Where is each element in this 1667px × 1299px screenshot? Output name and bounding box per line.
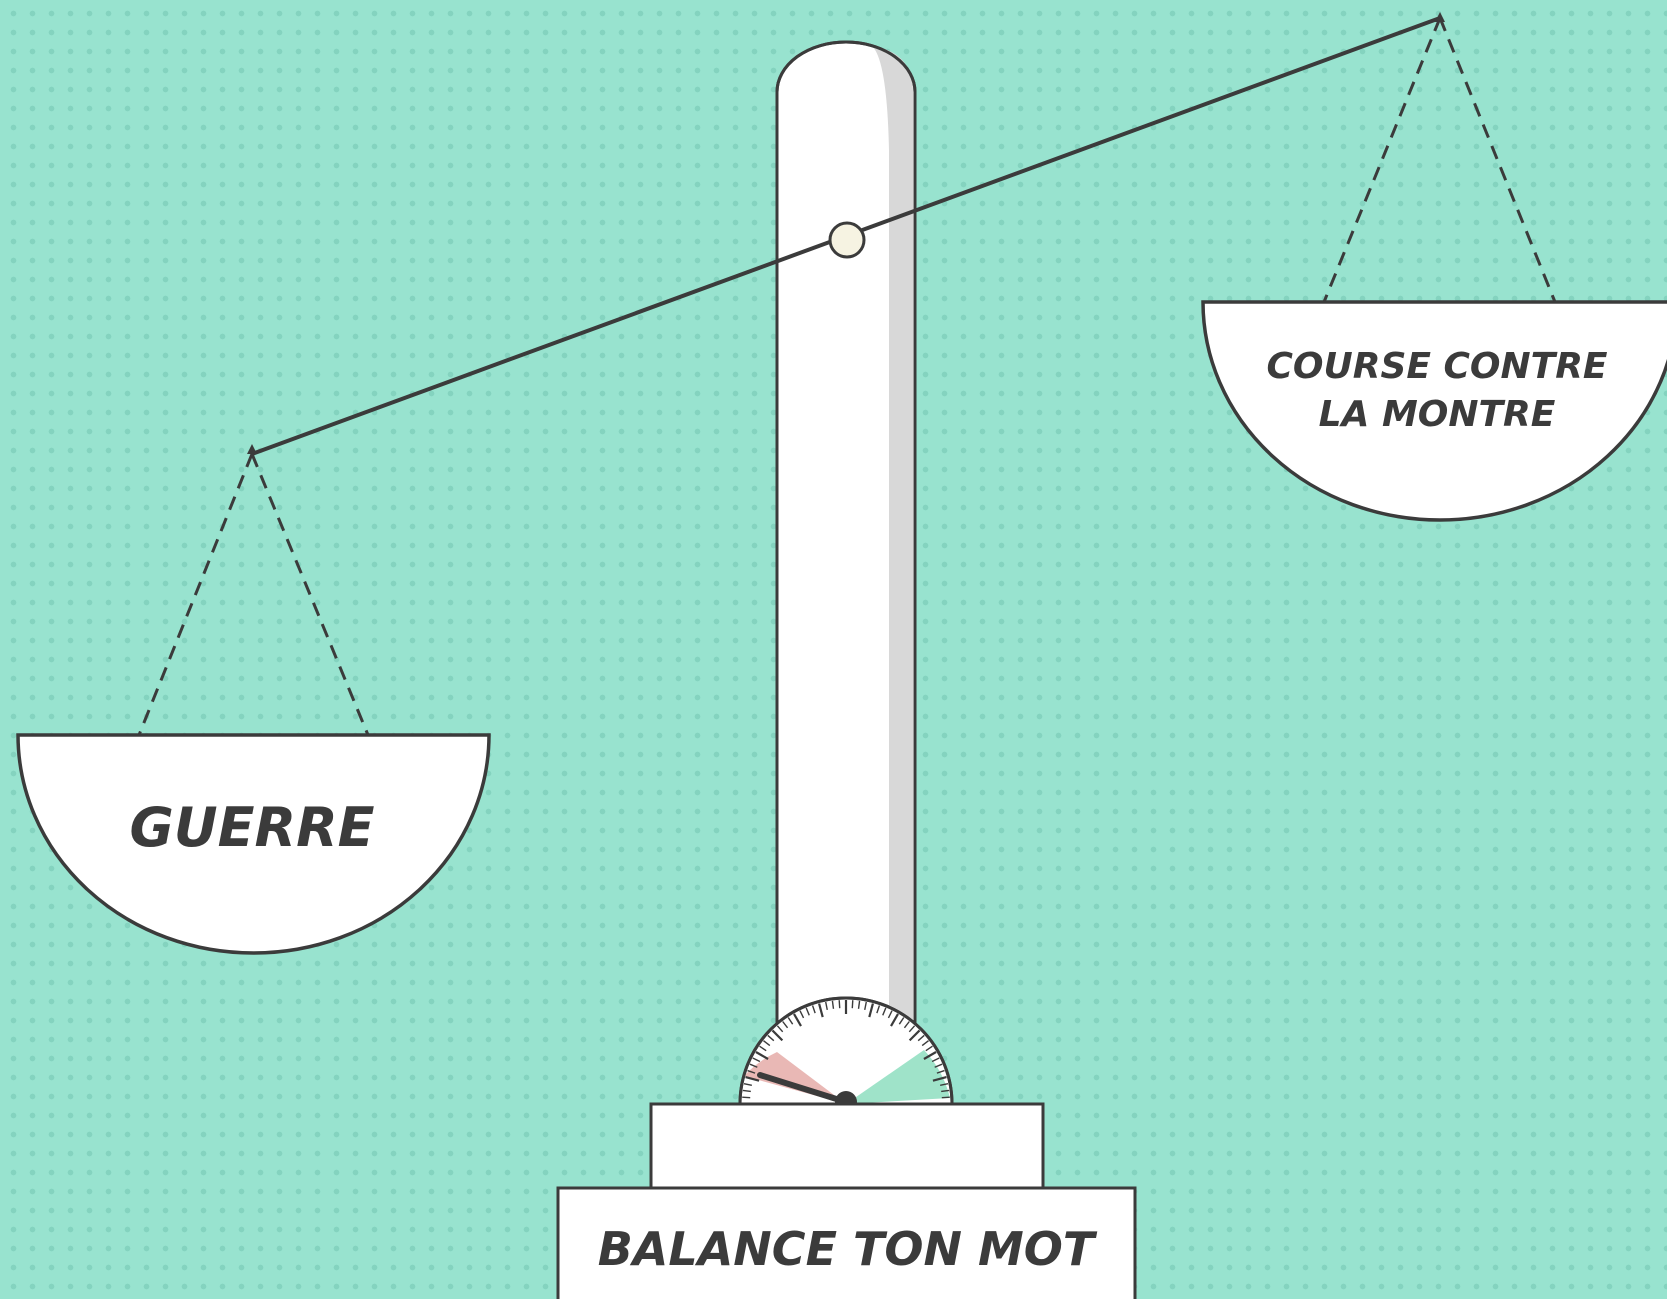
gauge-tick [755,1051,769,1060]
gauge-tick [805,1007,810,1016]
gauge-tick [940,1083,949,1086]
gauge-tick [864,1001,867,1010]
left-pan-label: GUERRE [129,796,374,859]
gauge-tick [941,1089,950,1093]
right-pan [1201,300,1667,522]
gauge-tick [799,1010,805,1019]
left-pan [16,733,491,955]
gauge-tick [882,1007,887,1016]
gauge-tick [876,1005,881,1014]
left-pan-assembly: GUERRE [16,444,491,955]
gauge-tick [745,1076,760,1082]
left-pan-string-outer [137,453,254,736]
scale-column [775,40,917,1042]
gauge-tick [903,1021,910,1029]
gauge-tick [811,1005,816,1014]
right-pan-string-outer [1438,17,1557,303]
right-pan-string-inner [1322,17,1442,303]
left-pan-string-inner [250,453,370,736]
gauge-ticks [742,1000,950,1099]
gauge-tick [934,1063,943,1068]
gauge-tick [749,1063,758,1068]
gauge-tick [759,1045,767,1052]
right-pan-assembly: COURSE CONTRE LA MONTRE [1201,12,1667,522]
gauge-tick [936,1069,945,1074]
gauge-tick [851,1000,854,1009]
gauge-tick [868,1003,874,1018]
gauge-tick [898,1017,905,1025]
balance-gauge [738,996,954,1113]
right-pan-label-line2: LA MONTRE [1319,394,1556,435]
gauge-tick [787,1017,794,1025]
base-upper-block [649,1102,1045,1190]
gauge-tick [825,1001,828,1010]
gauge-tick [941,1096,950,1099]
beam-pivot [828,221,866,259]
gauge-tick [908,1025,916,1033]
gauge-tick [763,1040,771,1047]
gauge-tick [932,1076,947,1082]
gauge-tick [838,1000,841,1009]
gauge-tick [923,1051,937,1060]
gauge-needle [757,1072,849,1105]
gauge-tick [776,1025,784,1033]
gauge-tick [931,1057,940,1063]
gauge-green-zone [846,1050,950,1104]
gauge-tick [887,1010,893,1019]
gauge-tick [818,1003,824,1018]
base-label: BALANCE TON MOT [598,1222,1098,1276]
gauge-tick [793,1013,802,1027]
gauge-tick [917,1034,925,1042]
right-pan-label-line1: COURSE CONTRE [1266,346,1607,387]
gauge-tick [742,1096,751,1099]
base-lower-block [556,1186,1137,1299]
gauge-tick [767,1034,775,1042]
gauge-tick [857,1000,861,1009]
gauge-tick [743,1083,752,1086]
gauge-tick [921,1040,929,1047]
gauge-tick [908,1029,921,1042]
gauge-tick [890,1013,899,1027]
gauge-tick [925,1045,933,1052]
gauge-tick [831,1000,835,1009]
gauge-tick [747,1069,756,1074]
gauge-tick [752,1057,761,1063]
gauge-tick [782,1021,789,1029]
gauge-tick [771,1029,784,1042]
gauge-tick [742,1089,751,1093]
